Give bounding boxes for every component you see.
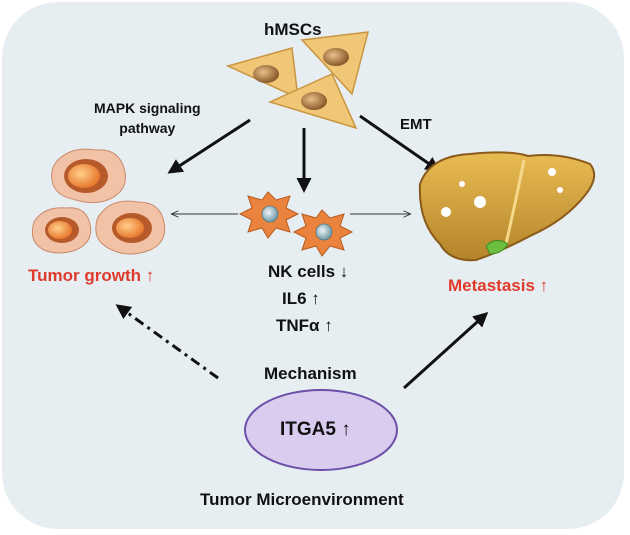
nk-cell [292, 209, 354, 257]
mapk-label-line1: MAPK signaling [94, 100, 201, 116]
arrow-to-tumor [167, 118, 251, 174]
itga5-label: ITGA5 ↑ [280, 419, 351, 440]
tumor-growth-label: Tumor growth ↑ [28, 266, 155, 285]
arrow-to-liver [359, 114, 441, 172]
nk-cell [238, 191, 300, 239]
effects-list: NK cells ↓ IL6 ↑ TNFα ↑ [268, 258, 348, 339]
tumor-cell [31, 207, 92, 254]
itga5-ellipse [244, 389, 398, 471]
metastasis-label: Metastasis ↑ [448, 276, 549, 295]
mechanism-label: Mechanism [264, 364, 357, 383]
footer-label: Tumor Microenvironment [200, 490, 404, 509]
nk-cells [238, 191, 354, 257]
hmsc-cell [225, 47, 299, 100]
hmsc-cell [300, 31, 370, 96]
hmscs-label: hMSCs [264, 20, 322, 39]
hmsc-cell [267, 73, 358, 130]
mapk-label-line2: pathway [119, 120, 176, 136]
mapk-label: MAPK signaling pathway [94, 98, 201, 138]
effect-tnfa: TNFα ↑ [276, 316, 333, 335]
hmsc-cells [225, 31, 370, 130]
liver-icon [418, 151, 596, 262]
arrow-to-metastasis [402, 311, 489, 390]
tumor-cell [51, 148, 126, 204]
emt-label: EMT [400, 116, 432, 133]
dashed-arrow-to-tumor [115, 304, 219, 380]
effect-il6: IL6 ↑ [282, 289, 320, 308]
tumor-cell [95, 200, 166, 255]
tumor-cells [31, 148, 166, 255]
effect-nk-cells: NK cells ↓ [268, 262, 349, 281]
